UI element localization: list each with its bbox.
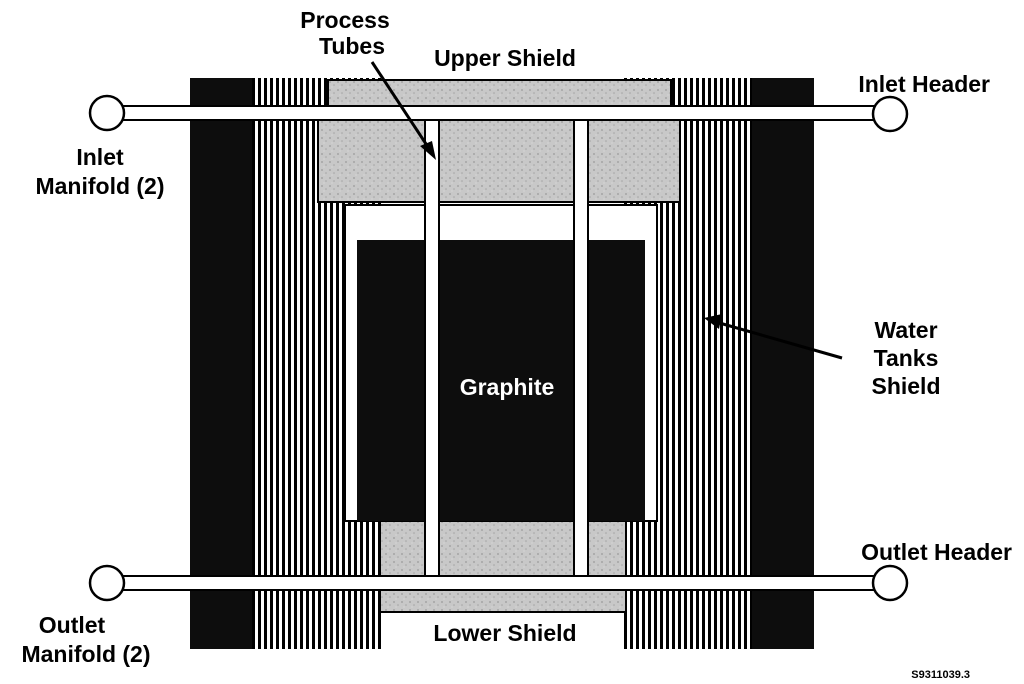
outlet-header-pipe — [117, 575, 885, 591]
process-tube-left — [424, 117, 440, 579]
outlet-manifold-left — [88, 564, 126, 602]
label-water-tanks-1: Water — [874, 317, 937, 343]
process-tubes-leader — [370, 61, 432, 151]
label-outlet-manifold-2: Manifold (2) — [21, 641, 150, 667]
label-process-tubes-2: Tubes — [319, 33, 385, 59]
outer-shield-right — [752, 78, 814, 649]
label-inlet-manifold-1: Inlet — [76, 144, 124, 170]
label-water-tanks-3: Shield — [871, 373, 940, 399]
label-inlet-manifold-2: Manifold (2) — [35, 173, 164, 199]
label-lower-shield: Lower Shield — [433, 620, 576, 646]
label-water-tanks-2: Tanks — [874, 345, 939, 371]
inlet-header-pipe — [117, 105, 885, 121]
process-tube-right — [573, 117, 589, 579]
label-process-tubes-1: Process — [300, 7, 390, 33]
upper-shield-body — [317, 117, 681, 203]
figure-code: S9311039.3 — [911, 669, 970, 681]
graphite-core — [357, 240, 645, 521]
outlet-manifold-right — [871, 564, 909, 602]
lower-shield-bottom — [379, 589, 627, 613]
inlet-manifold-left — [88, 94, 126, 132]
label-graphite: Graphite — [460, 374, 555, 400]
water-tanks-arrowhead — [704, 314, 722, 329]
label-outlet-manifold-1: Outlet — [39, 612, 106, 638]
process-tubes-arrowhead — [420, 141, 436, 160]
outer-shield-left — [190, 78, 252, 649]
inlet-manifold-right — [871, 95, 909, 133]
lower-shield-body — [379, 518, 627, 577]
label-inlet-header: Inlet Header — [858, 71, 990, 97]
label-upper-shield: Upper Shield — [434, 45, 576, 71]
label-outlet-header: Outlet Header — [861, 539, 1012, 565]
water-tanks-leader — [715, 320, 843, 360]
